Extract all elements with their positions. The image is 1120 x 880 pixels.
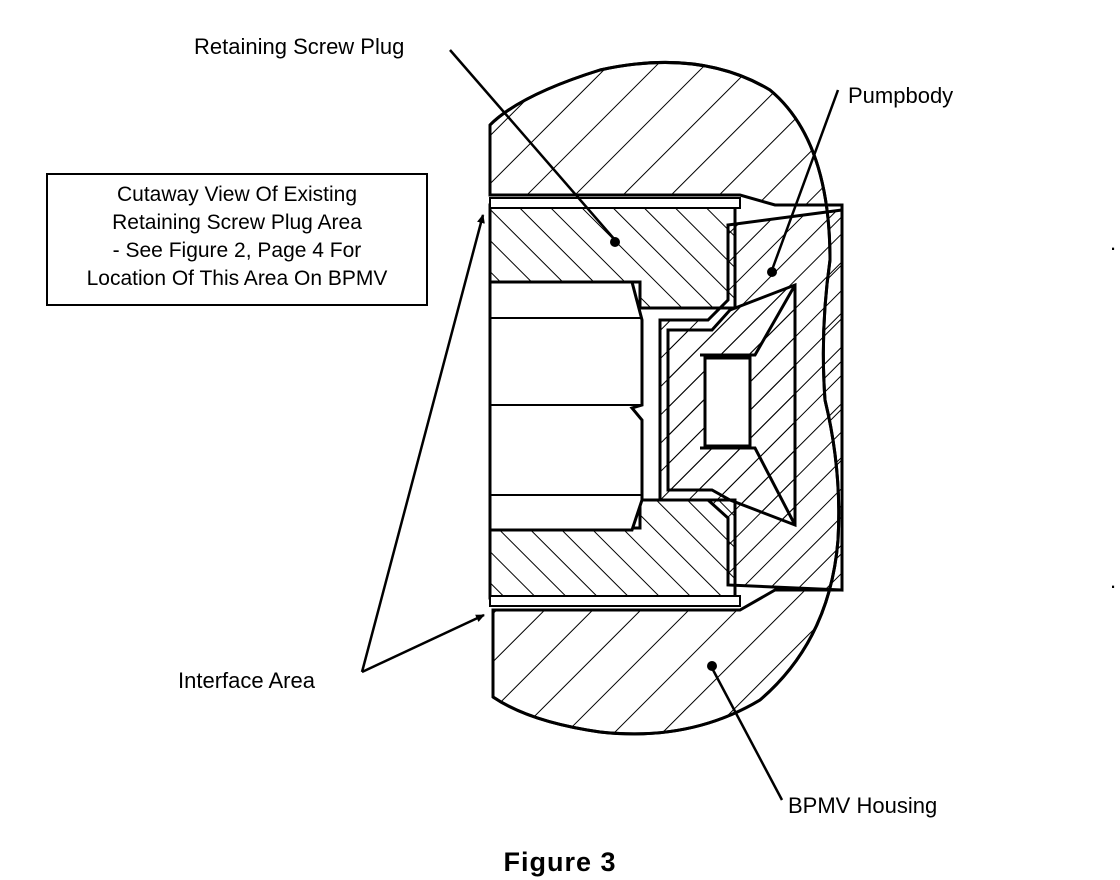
hex-socket-bore — [488, 280, 644, 532]
label-interface-area: Interface Area — [178, 668, 315, 693]
pumpbody-section — [658, 208, 844, 592]
leader-interface-upper — [360, 214, 485, 673]
edge-mark: . — [1110, 230, 1117, 255]
label-retaining-screw-plug: Retaining Screw Plug — [194, 34, 405, 59]
leader-lines — [360, 49, 840, 801]
caption-line: - See Figure 2, Page 4 For — [112, 239, 362, 262]
label-pumpbody: Pumpbody — [848, 83, 954, 108]
leader-bpmv-housing — [710, 667, 784, 801]
leader-retaining-screw-plug — [449, 49, 616, 241]
edge-mark: . — [1110, 568, 1117, 593]
caption-line: Retaining Screw Plug Area — [112, 211, 362, 234]
leader-interface-lower — [361, 613, 485, 674]
leader-pumpbody — [770, 89, 840, 271]
cutaway-caption-box: Cutaway View Of Existing Retaining Screw… — [46, 173, 428, 306]
label-bpmv-housing: BPMV Housing — [788, 793, 938, 818]
figure-title: Figure 3 — [503, 847, 617, 877]
caption-line: Location Of This Area On BPMV — [86, 267, 388, 290]
caption-line: Cutaway View Of Existing — [116, 183, 358, 206]
